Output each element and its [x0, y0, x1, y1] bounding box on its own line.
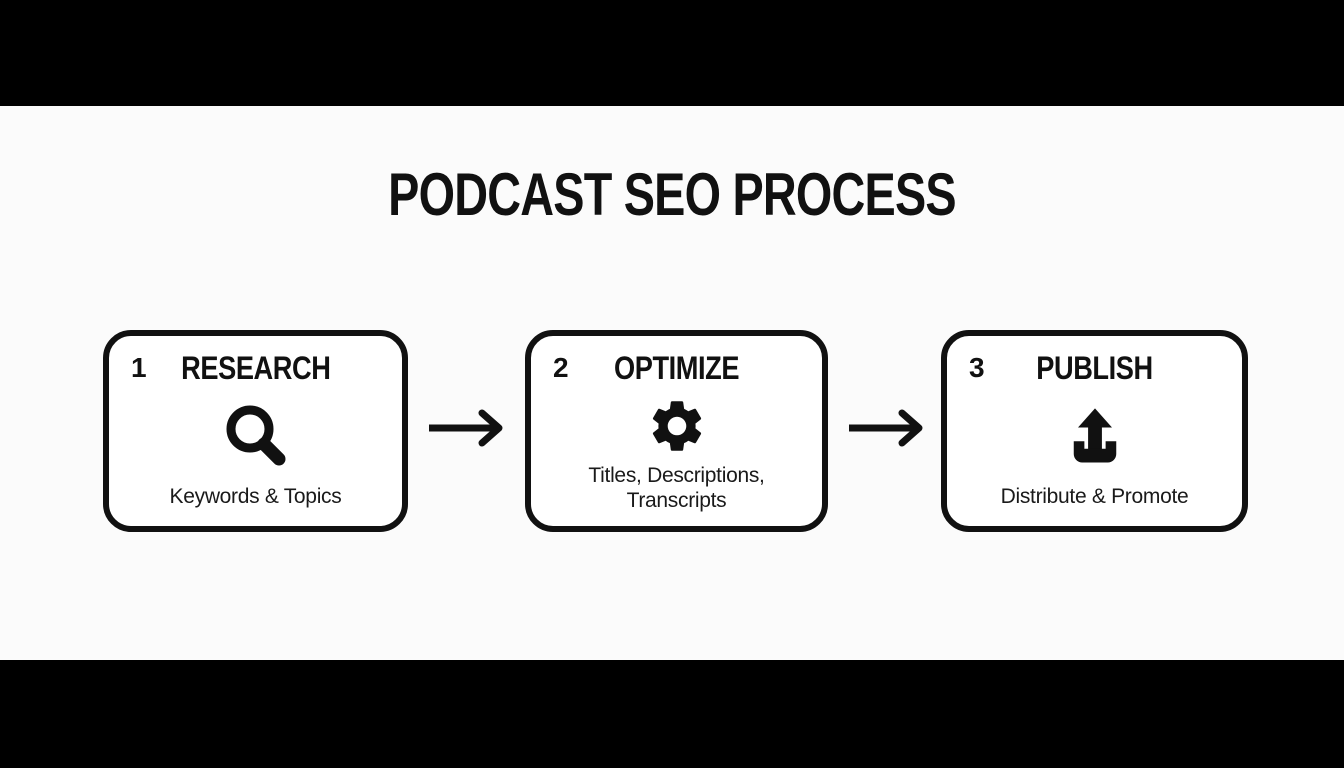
step-title: OPTIMIZE	[613, 350, 740, 386]
step-number: 1	[131, 352, 147, 383]
step-subtitle: Keywords & Topics	[169, 485, 342, 508]
step-number: 3	[969, 352, 985, 383]
step-subtitle: Distribute & Promote	[1000, 485, 1189, 508]
bottom-letterbox-bar	[0, 660, 1344, 768]
step-box-optimize: 2 OPTIMIZE Titles, Descriptions, Transcr…	[525, 330, 828, 532]
top-letterbox-bar	[0, 0, 1344, 106]
arrow-right-icon	[426, 408, 510, 453]
page-title: PODCAST SEO PROCESS	[388, 161, 956, 228]
gear-icon	[646, 389, 708, 463]
step-title: PUBLISH	[1036, 350, 1153, 386]
step-subtitle: Titles, Descriptions, Transcripts	[588, 463, 765, 513]
step-number: 2	[553, 352, 569, 383]
step-title: RESEARCH	[180, 350, 331, 386]
search-icon	[220, 389, 292, 484]
step-box-publish: 3 PUBLISH Distribute & Promote	[941, 330, 1248, 532]
step-box-research: 1 RESEARCH Keywords & Topics	[103, 330, 408, 532]
upload-icon	[1061, 389, 1129, 484]
arrow-right-icon	[846, 408, 930, 453]
